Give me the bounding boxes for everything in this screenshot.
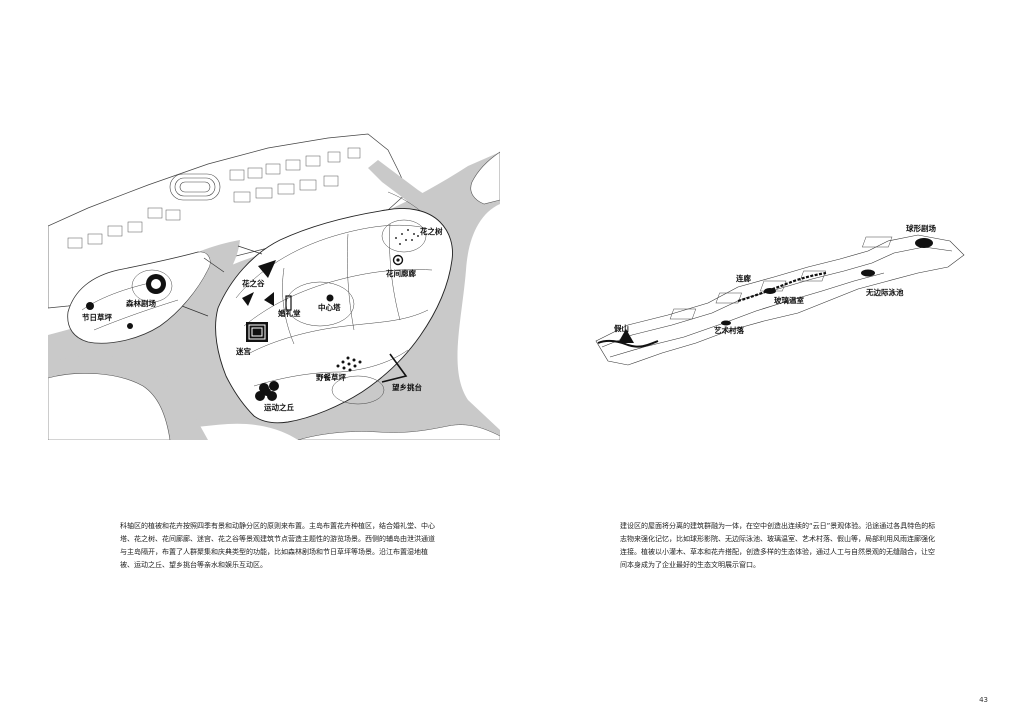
caption-left: 科轴区的植被和花卉按照四季有景和动静分区的原则来布置。主岛布置花卉种植区，结合婚… bbox=[120, 522, 435, 569]
picnic-lawn-dots bbox=[336, 356, 362, 372]
label-flower-valley: 花之谷 bbox=[242, 279, 265, 288]
glass-greenhouse-symbol bbox=[764, 288, 776, 294]
flower-tree-dots bbox=[395, 229, 419, 245]
art-village-symbol bbox=[721, 320, 731, 326]
label-flower-tree: 花之树 bbox=[420, 227, 443, 236]
label-wedding-hall: 婚礼堂 bbox=[278, 309, 301, 318]
urban-blocks bbox=[67, 147, 361, 249]
island-paths bbox=[235, 219, 433, 405]
canal bbox=[368, 160, 458, 226]
corridor-line bbox=[737, 271, 827, 303]
flower-valley-triangle-2 bbox=[242, 292, 254, 306]
south-bank bbox=[297, 424, 500, 440]
flower-valley-triangle-3 bbox=[264, 292, 274, 306]
west-dot-symbol bbox=[127, 323, 133, 329]
center-tower-symbol bbox=[326, 294, 334, 302]
label-forest-theater: 森林剧场 bbox=[126, 299, 156, 308]
bridges bbox=[181, 245, 263, 317]
label-sport-hill: 运动之丘 bbox=[264, 403, 294, 412]
site-plan-drawing bbox=[48, 133, 500, 440]
label-infinity-pool: 无边际泳池 bbox=[866, 288, 904, 297]
label-art-village: 艺术村落 bbox=[714, 326, 744, 335]
sphere-theater-symbol bbox=[915, 238, 933, 248]
axonometric-drawing bbox=[595, 234, 965, 366]
festival-lawn-symbol bbox=[86, 302, 94, 310]
label-picnic-lawn: 野餐草坪 bbox=[316, 373, 346, 382]
label-sphere-theater: 球形剧场 bbox=[906, 224, 936, 233]
infinity-pool-symbol bbox=[861, 269, 875, 277]
rockery-symbol bbox=[618, 329, 634, 343]
label-center-tower: 中心塔 bbox=[318, 303, 341, 312]
site-plan-map: 花之树 森林剧场 花间廊廊 花之谷 节日草坪 婚礼堂 中心塔 迷宫 野餐草坪 望… bbox=[48, 130, 500, 440]
flood-channel bbox=[161, 240, 240, 344]
right-bank bbox=[470, 151, 500, 205]
label-corridor: 连廊 bbox=[736, 274, 751, 283]
flower-corridor-symbol bbox=[392, 254, 404, 266]
hometown-platform-symbol bbox=[381, 353, 408, 383]
maze-symbol bbox=[246, 322, 268, 342]
wedding-hall-symbol bbox=[285, 295, 292, 311]
label-hometown-platform: 望乡挑台 bbox=[392, 383, 422, 392]
label-rockery: 假山 bbox=[614, 324, 629, 333]
lower-land bbox=[48, 373, 171, 440]
sport-hill-symbol bbox=[255, 381, 279, 401]
page-number: 43 bbox=[979, 696, 988, 704]
flower-valley-triangle-1 bbox=[258, 260, 276, 278]
label-glass-greenhouse: 玻璃温室 bbox=[774, 296, 804, 305]
axonometric-view: 球形剧场 连廊 无边际泳池 玻璃温室 假山 艺术村落 bbox=[588, 215, 968, 385]
label-festival-lawn: 节日草坪 bbox=[82, 313, 112, 322]
label-flower-corridor: 花间廊廊 bbox=[386, 269, 416, 278]
rockery-line bbox=[597, 339, 659, 348]
stadium-outline bbox=[169, 173, 221, 201]
label-maze: 迷宫 bbox=[236, 347, 251, 356]
caption-right: 建设区的屋面将分离的建筑群融为一体，在空中创造出连续的“云日”景观体验。沿途通过… bbox=[620, 522, 936, 569]
